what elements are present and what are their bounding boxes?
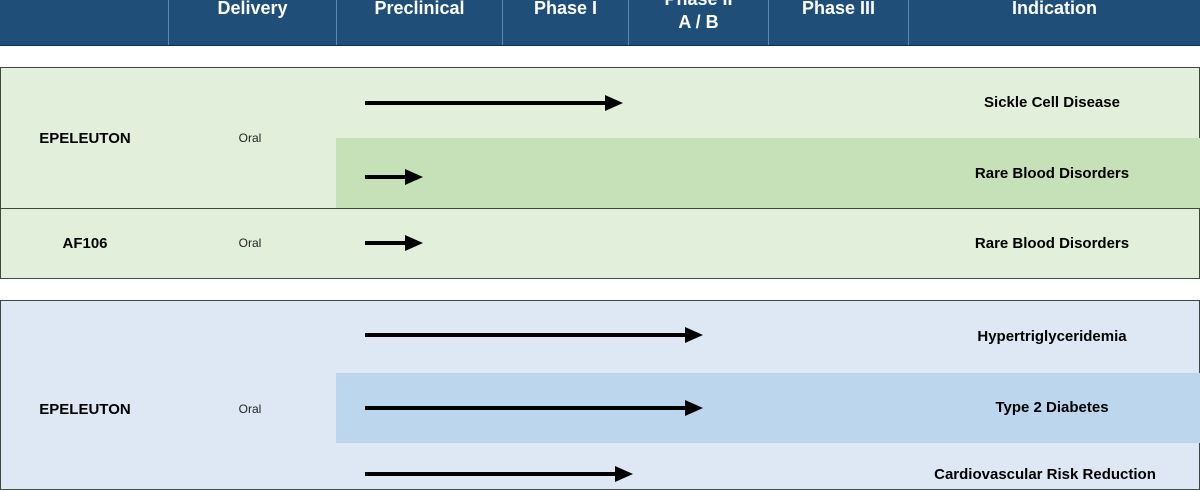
progress-arrow xyxy=(365,327,703,343)
product-name: AF106 xyxy=(62,235,108,252)
indication-label: Type 2 Diabetes xyxy=(995,399,1109,416)
delivery-method: Oral xyxy=(238,236,262,250)
product-name: EPELEUTON xyxy=(39,130,131,147)
header-col-phase-1: Phase I xyxy=(502,0,628,45)
progress-arrow xyxy=(365,169,423,185)
delivery-method: Oral xyxy=(238,131,262,145)
indication-label: Rare Blood Disorders xyxy=(974,235,1130,252)
progress-arrow xyxy=(365,466,633,482)
progress-arrow xyxy=(365,235,423,251)
header-col-phase-2: Phase II A / B xyxy=(628,0,768,45)
highlight-band xyxy=(336,138,1200,208)
product-name: EPELEUTON xyxy=(39,401,131,418)
header-col-phase-3: Phase III xyxy=(768,0,908,45)
header-col-preclinical: Preclinical xyxy=(336,0,502,45)
row-divider xyxy=(1,208,1199,209)
header-col-delivery: Delivery xyxy=(168,0,336,45)
indication-label: Rare Blood Disorders xyxy=(974,165,1130,182)
progress-arrow xyxy=(365,400,703,416)
indication-label: Cardiovascular Risk Reduction xyxy=(934,466,1156,483)
indication-label: Sickle Cell Disease xyxy=(984,94,1120,111)
indication-label: Hypertriglyceridemia xyxy=(977,328,1127,345)
pipeline-header: Delivery Preclinical Phase I Phase II A … xyxy=(0,0,1200,46)
delivery-method: Oral xyxy=(238,402,262,416)
header-col-indication: Indication xyxy=(908,0,1200,45)
progress-arrow xyxy=(365,95,623,111)
